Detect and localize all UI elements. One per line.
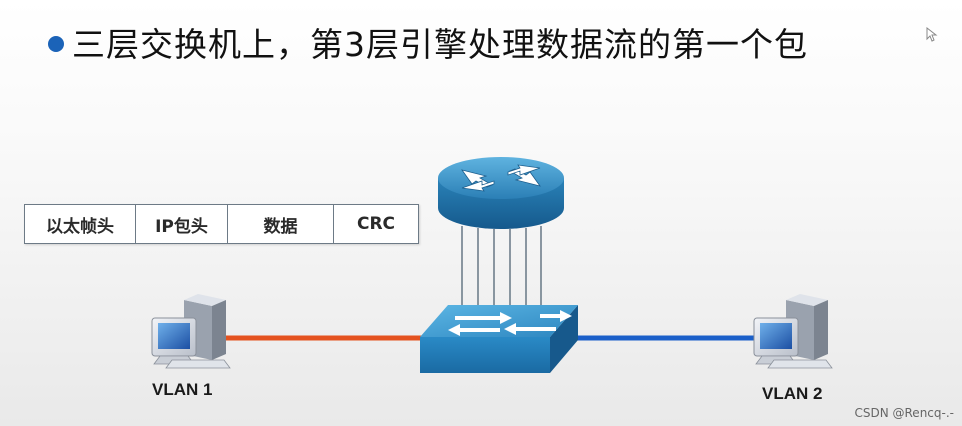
packet-field-ethernet-header: 以太帧头 <box>25 205 136 243</box>
router-switch-links <box>461 226 542 306</box>
computer-icon <box>753 294 833 369</box>
vlan1-label: VLAN 1 <box>152 380 213 399</box>
packet-field-ip-header: IP包头 <box>136 205 228 243</box>
vlan2-label: VLAN 2 <box>762 384 823 403</box>
cursor-icon <box>926 27 938 42</box>
packet-field-crc: CRC <box>356 214 396 234</box>
packet-field-data: 数据 <box>228 205 334 243</box>
watermark: CSDN @Rencq-.- <box>854 406 954 420</box>
router-icon <box>438 157 564 229</box>
packet-structure: 以太帧头 IP包头 数据 CRC <box>24 204 419 244</box>
bullet-icon <box>48 36 64 52</box>
slide-title: 三层交换机上，第3层引擎处理数据流的第一个包 <box>48 16 808 68</box>
switch-icon <box>420 305 578 373</box>
computer-icon <box>151 294 231 369</box>
slide-title-text: 三层交换机上，第3层引擎处理数据流的第一个包 <box>72 25 808 64</box>
